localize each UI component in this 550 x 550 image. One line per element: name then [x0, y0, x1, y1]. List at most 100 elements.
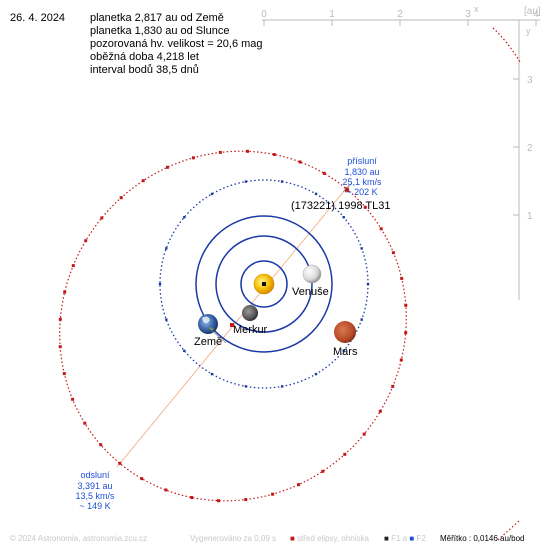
asteroid-orbit-point	[272, 153, 276, 156]
mars-orbit-point	[244, 385, 248, 388]
distant-orbit-arc-bottom	[497, 519, 521, 541]
aphelion-speed: 13,5 km/s	[75, 491, 115, 501]
asteroid-orbit-point	[399, 358, 403, 362]
asteroid-orbit-point	[141, 179, 145, 183]
asteroid-orbit-point	[271, 492, 275, 496]
perihelion-distance: 1,830 au	[344, 167, 379, 177]
aphelion-info: odsluní 3,391 au 13,5 km/s ~ 149 K	[75, 470, 115, 511]
venus-orbit	[215, 235, 313, 333]
asteroid-orbit-point	[244, 498, 248, 502]
asteroid-orbit-point	[84, 239, 88, 243]
mars-orbit-point	[314, 372, 318, 376]
legend-f1-dot: ■	[384, 534, 389, 543]
legend-foci-item: ■ F1 a ■ F2	[384, 534, 426, 543]
asteroid-orbit-point	[379, 227, 383, 231]
asteroid-orbit-point	[164, 488, 168, 492]
asteroid-orbit-point	[217, 499, 220, 503]
venus-planet	[302, 264, 322, 284]
info-period: oběžná doba 4,218 let	[90, 51, 199, 63]
mars-orbit-point	[366, 282, 370, 286]
asteroid-orbit-point	[246, 149, 249, 153]
sun	[253, 273, 275, 295]
x-axis-label: x	[474, 4, 479, 14]
scale-text: Měřítko : 0,0146 au/bod	[440, 534, 525, 543]
asteroid-orbit-points	[58, 149, 408, 503]
asteroid-orbit-point	[71, 264, 75, 268]
x-tick-label-0: 0	[261, 9, 267, 20]
mars-orbit-point	[183, 216, 186, 219]
info-point-interval: interval bodů 38,5 dnů	[90, 64, 199, 76]
asteroid-orbit-point	[118, 461, 122, 465]
asteroid-orbit-point	[83, 421, 87, 425]
asteroid-orbit-point	[119, 196, 123, 200]
mercury-orbit	[240, 260, 288, 308]
legend-center-dot: ■	[290, 534, 295, 543]
perihelion-speed: 25,1 km/s	[342, 177, 382, 187]
asteroid-orbit-point	[62, 372, 66, 376]
perihelion-info: přísluní 1,830 au 25,1 km/s ~ 202 K	[342, 156, 382, 197]
mars-orbit-point	[360, 318, 363, 321]
aphelion-distance: 3,391 au	[77, 481, 112, 491]
x-tick-label-1: 1	[329, 9, 335, 20]
aphelion-temperature: ~ 149 K	[79, 501, 110, 511]
copyright-text: © 2024 Astronomia, astronomia.zcu.cz	[10, 534, 148, 543]
asteroid-orbit-point	[140, 477, 144, 481]
axis-unit-label: [au]	[524, 6, 541, 17]
legend-center-item: ■ střed elipsy, ohniska	[290, 534, 369, 543]
asteroid-orbit-point	[400, 276, 404, 280]
mars-orbit-points	[158, 180, 370, 388]
asteroid-orbit-point	[58, 345, 62, 349]
y-axis-label: y	[526, 26, 531, 36]
axes-frame: 0 1 2 3 4 x [au] y 3 2 1	[261, 4, 541, 300]
mars-orbit-point	[210, 192, 214, 196]
asteroid-orbit-point	[343, 452, 347, 456]
asteroid-position-marker	[230, 323, 234, 327]
earth-label: Země	[194, 336, 222, 348]
asteroid-orbit-point	[378, 409, 382, 413]
asteroid-orbit-point	[218, 150, 222, 154]
asteroid-orbit-outer-arc	[59, 150, 407, 502]
perihelion-title: přísluní	[347, 156, 377, 166]
legend-f2-label: F2	[416, 534, 426, 543]
earth-pointer-line	[210, 329, 227, 344]
generated-time-text: Vygenerováno za 0,09 s	[190, 534, 276, 543]
asteroid-pointer-line	[342, 182, 353, 193]
aphelion-title: odsluní	[80, 470, 110, 480]
mars-orbit-point	[280, 385, 284, 388]
legend-center-label: střed elipsy, ohniska	[297, 534, 369, 543]
asteroid-orbit-point	[99, 443, 103, 447]
mars-planet	[334, 321, 356, 343]
asteroid-orbit-point	[297, 483, 300, 487]
mars-orbit-point	[342, 216, 345, 219]
mercury-planet	[242, 305, 258, 321]
mars-label: Mars	[333, 346, 358, 358]
asteroid-orbit-point	[321, 469, 325, 473]
perihelion-temperature: ~ 202 K	[346, 187, 377, 197]
mars-orbit-point	[158, 282, 162, 286]
asteroid-orbit-point	[322, 171, 326, 175]
asteroid-orbit-point	[404, 331, 408, 335]
mars-orbit-point	[165, 247, 168, 250]
asteroid-orbit-point	[362, 432, 366, 436]
asteroid-orbit-point	[391, 251, 395, 255]
mercury-label: Merkur	[233, 324, 268, 336]
mars-orbit-point	[280, 180, 284, 183]
y-tick-label-2: 2	[527, 143, 533, 154]
asteroid-orbit-point	[58, 317, 62, 321]
asteroid-orbit-point	[63, 290, 67, 294]
info-magnitude: pozorovaná hv. velikost = 20,6 mag	[90, 38, 263, 50]
asteroid-name-label: (173221) 1998 TL31	[291, 200, 391, 212]
asteroid-orbit-point	[100, 216, 104, 220]
asteroid-orbit-point	[166, 165, 169, 169]
mars-orbit-point	[165, 318, 168, 321]
x-tick-label-4: 4	[533, 9, 539, 20]
venus-label: Venuše	[292, 286, 329, 298]
info-sun-distance: planetka 1,830 au od Slunce	[90, 25, 230, 37]
earth-orbit	[195, 215, 333, 353]
asteroid-orbit-point	[363, 205, 367, 209]
x-tick-label-2: 2	[397, 9, 403, 20]
mars-orbit-point	[183, 349, 186, 352]
date-label: 26. 4. 2024	[10, 12, 66, 24]
asteroid-orbit-point	[191, 156, 195, 160]
